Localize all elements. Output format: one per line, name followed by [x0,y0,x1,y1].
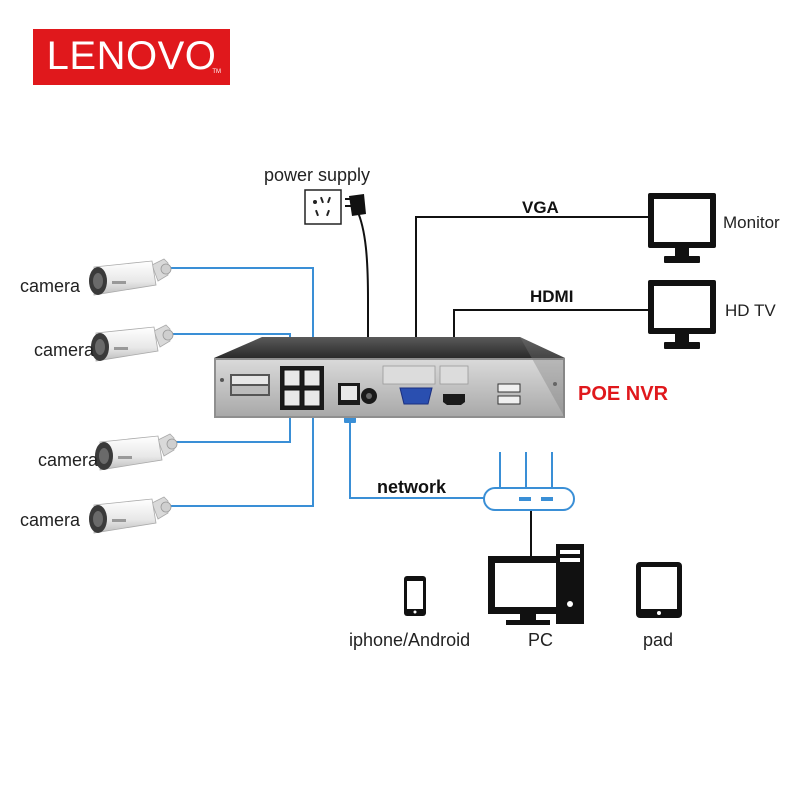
camera-icon [91,324,174,362]
camera-icon [89,496,172,534]
phone-icon [404,576,426,616]
cable-power [356,209,369,372]
cable-camera-3 [174,410,291,443]
tablet-icon [636,562,682,618]
monitor-label: Monitor [723,213,780,232]
camera-icon [95,433,178,471]
camera-label-4: camera [20,510,81,530]
hd-tv-label: HD TV [725,301,776,320]
vga-label: VGA [522,198,559,217]
power-outlet-icon [304,189,342,225]
cable-camera-1 [168,267,314,356]
nvr-device [214,337,565,418]
pad-label: pad [643,630,674,650]
monitor-icon [648,193,716,263]
camera-icon [89,258,172,296]
pc-icon [488,544,584,625]
hdmi-label: HDMI [530,287,574,306]
tv-icon [648,280,716,349]
phone-label: iphone/Android [349,630,471,650]
logo-text: LENOVO [46,33,217,78]
pc-label: PC [528,630,554,650]
camera-label-3: camera [38,450,99,470]
poe-nvr-label: POE NVR [578,383,669,405]
cable-network [349,420,484,499]
camera-label-1: camera [20,276,81,296]
router-icon [483,452,575,511]
cable-vga [415,216,648,380]
camera-cables [168,267,484,507]
network-label: network [377,477,447,497]
camera-label-2: camera [34,340,95,360]
power-supply-label: power supply [264,165,371,185]
power-plug-icon [345,194,366,216]
logo-trademark: TM [212,69,221,75]
cable-camera-4 [168,410,314,507]
lenovo-logo: LENOVO TM [33,29,230,85]
